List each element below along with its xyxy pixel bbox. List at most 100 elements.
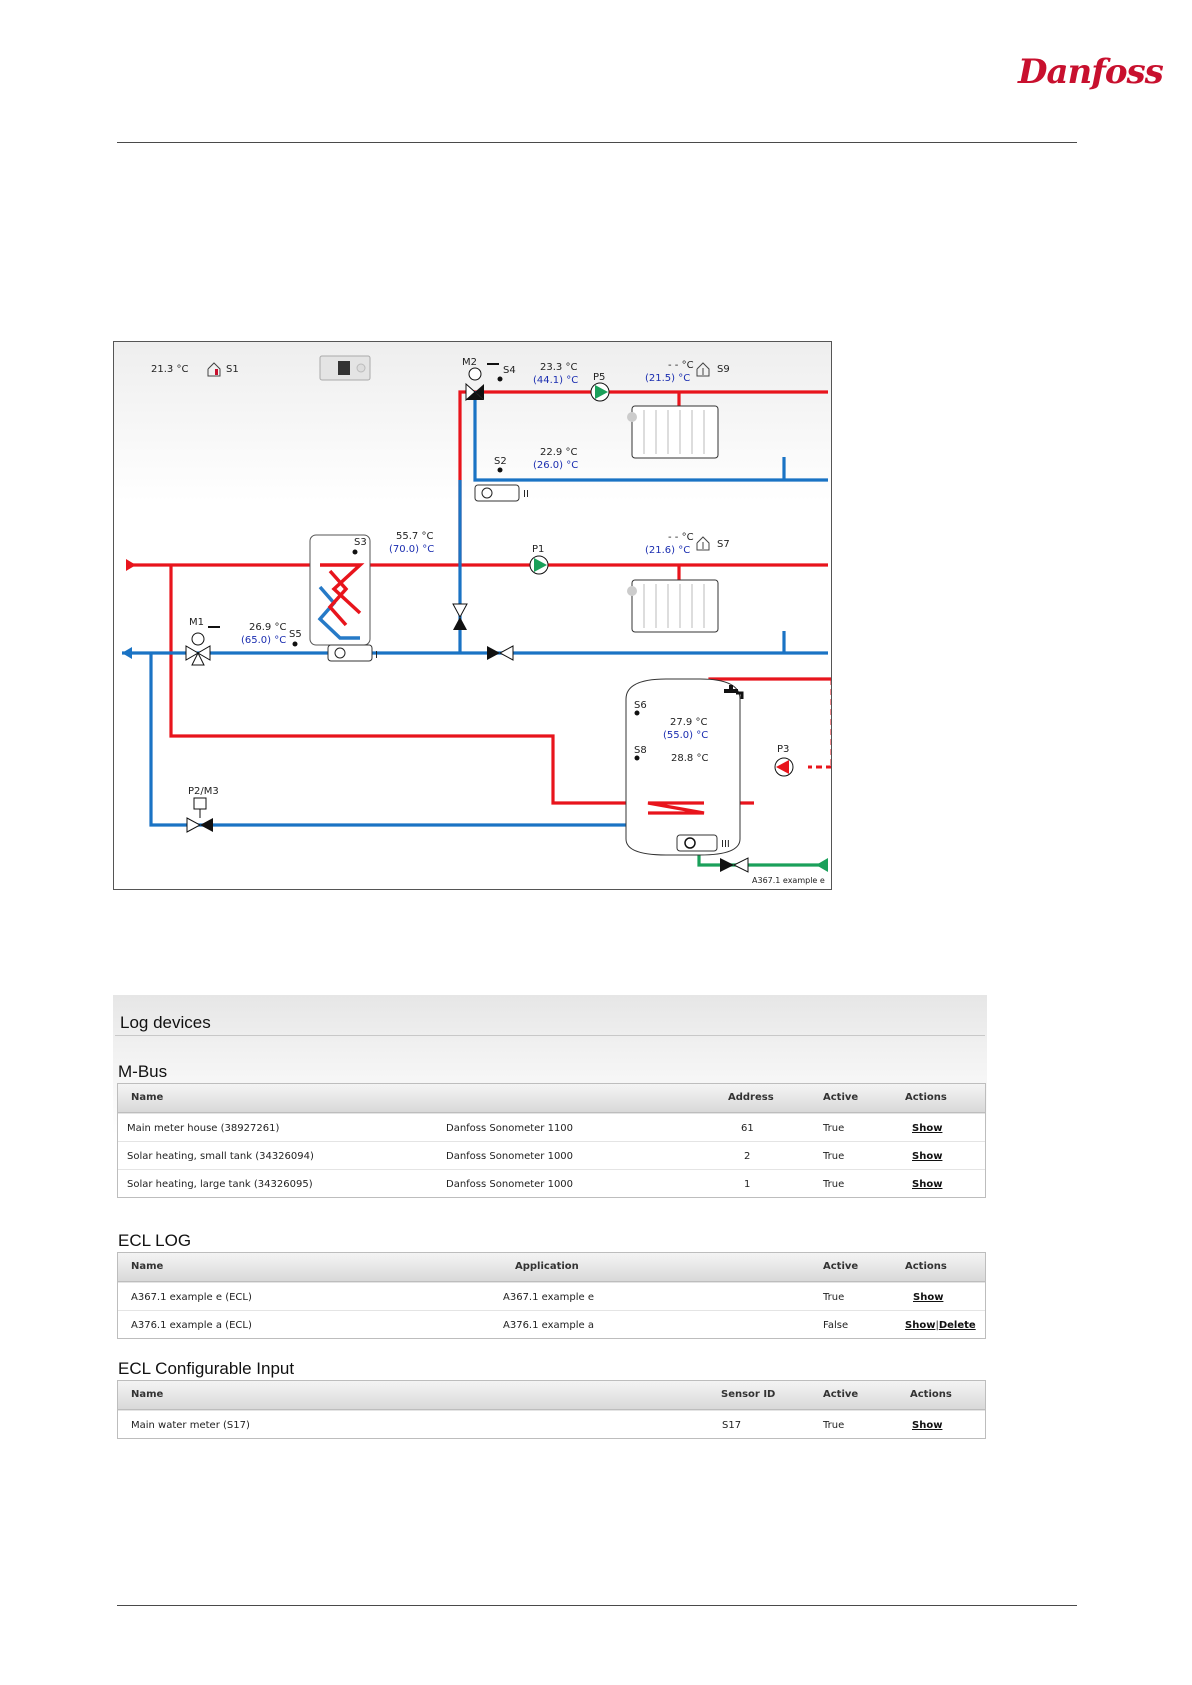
s3-temp: 55.7 °C <box>396 531 433 542</box>
sensor-s8-label: S8 <box>634 745 647 756</box>
device-name: Solar heating, small tank (34326094) <box>127 1151 314 1162</box>
sensor-s3-label: S3 <box>354 537 367 548</box>
valve-m2 <box>465 363 499 402</box>
s5-setpoint: (65.0) °C <box>241 635 286 646</box>
valve-m2-label: M2 <box>462 357 477 368</box>
check-valve-return <box>487 645 514 661</box>
sensor-s4-label: S4 <box>503 365 516 376</box>
col-name: Name <box>131 1092 164 1103</box>
s8-temp: 28.8 °C <box>671 753 708 764</box>
sensor-s6-label: S6 <box>634 700 647 711</box>
show-link[interactable]: Show <box>912 1179 943 1190</box>
pump-p5-label: P5 <box>593 372 605 383</box>
show-link[interactable]: Show <box>912 1151 943 1162</box>
room-sensor-icon <box>696 536 710 551</box>
s3-setpoint: (70.0) °C <box>389 544 434 555</box>
schedule-badge-circuit1[interactable] <box>327 644 373 662</box>
show-link[interactable]: Show <box>912 1420 943 1431</box>
device-active: True <box>823 1151 845 1162</box>
s2-temp: 22.9 °C <box>540 447 577 458</box>
device-active: True <box>823 1123 845 1134</box>
pump-p5 <box>590 382 610 402</box>
outdoor-icon <box>207 362 221 377</box>
action-separator: | <box>935 1320 939 1331</box>
device-active: True <box>823 1179 845 1190</box>
footer-rule <box>117 1605 1077 1606</box>
col-address: Address <box>728 1092 774 1103</box>
valve-m1 <box>185 626 220 666</box>
device-address: 61 <box>741 1123 754 1134</box>
s4-setpoint: (44.1) °C <box>533 375 578 386</box>
s2-setpoint: (26.0) °C <box>533 460 578 471</box>
device-address: 1 <box>744 1179 751 1190</box>
bypass-valve <box>452 603 468 630</box>
table-row: Solar heating, large tank (34326095) Dan… <box>118 1169 985 1197</box>
show-link[interactable]: Show <box>905 1320 936 1331</box>
diagram-svg: 21.3 °C S1 M2 S4 23.3 °C (44.1) °C P5 - … <box>122 355 831 885</box>
col-active: Active <box>823 1261 859 1272</box>
table-row: Main meter house (38927261) Danfoss Sono… <box>118 1113 985 1141</box>
input-sensor-id: S17 <box>722 1420 742 1431</box>
sensor-s5-label: S5 <box>289 629 302 640</box>
device-name: Main meter house (38927261) <box>127 1123 280 1134</box>
ecl-application: A376.1 example a <box>503 1320 594 1331</box>
radiator-lower <box>627 579 719 633</box>
supply-inlet-arrow <box>126 559 136 571</box>
device-model: Danfoss Sonometer 1100 <box>446 1123 574 1134</box>
col-active: Active <box>823 1092 859 1103</box>
s4-temp: 23.3 °C <box>540 362 577 373</box>
logo-text: Danfoss <box>1018 52 1164 92</box>
delete-link[interactable]: Delete <box>938 1320 976 1331</box>
cold-water-inlet-arrow <box>816 858 828 872</box>
schedule-badge-circuit2[interactable] <box>474 484 520 502</box>
room-sensor-icon <box>696 362 710 377</box>
return-pipes <box>122 391 828 827</box>
s7-setpoint: (21.6) °C <box>645 545 690 556</box>
circuit3-mark: III <box>721 839 730 850</box>
configurable-input-title: ECL Configurable Input <box>118 1359 295 1378</box>
valve-m1-label: M1 <box>189 617 204 628</box>
circuit2-mark: II <box>523 489 529 500</box>
mbus-title: M-Bus <box>118 1062 168 1081</box>
col-actions: Actions <box>910 1389 952 1400</box>
header-rule <box>117 142 1077 143</box>
cold-water-valve <box>720 857 749 873</box>
mode-toggle[interactable] <box>319 355 371 381</box>
input-name: Main water meter (S17) <box>131 1420 250 1431</box>
valve-p2m3 <box>186 797 213 833</box>
ecl-active: False <box>823 1320 849 1331</box>
device-model: Danfoss Sonometer 1000 <box>446 1151 574 1162</box>
ecl-log-title: ECL LOG <box>118 1231 192 1250</box>
panel-divider <box>115 1035 985 1036</box>
mbus-table-header: Name Address Active Actions <box>118 1084 985 1113</box>
sensor-s7-label: S7 <box>717 539 730 550</box>
ecl-name: A367.1 example e (ECL) <box>131 1292 252 1303</box>
ecl-active: True <box>823 1292 845 1303</box>
pump-p1-label: P1 <box>532 544 544 555</box>
s9-temp: - - °C <box>668 360 694 371</box>
show-link[interactable]: Show <box>913 1292 944 1303</box>
s9-setpoint: (21.5) °C <box>645 373 690 384</box>
s6-setpoint: (55.0) °C <box>663 730 708 741</box>
schedule-badge-circuit3[interactable] <box>676 834 718 852</box>
col-sensor-id: Sensor ID <box>721 1389 776 1400</box>
device-name: Solar heating, large tank (34326095) <box>127 1179 313 1190</box>
sensor-s1-label: S1 <box>226 364 239 375</box>
s6-temp: 27.9 °C <box>670 717 707 728</box>
ecl-name: A376.1 example a (ECL) <box>131 1320 252 1331</box>
diagram-id-label: A367.1 example e <box>752 876 825 885</box>
col-name: Name <box>131 1389 164 1400</box>
tap-icon <box>724 685 744 699</box>
table-row: A376.1 example a (ECL) A376.1 example a … <box>118 1310 985 1338</box>
heat-exchanger <box>309 534 371 646</box>
system-diagram: 21.3 °C S1 M2 S4 23.3 °C (44.1) °C P5 - … <box>113 341 832 890</box>
panel-title: Log devices <box>120 1013 211 1032</box>
configurable-input-table: Name Sensor ID Active Actions Main water… <box>117 1380 986 1439</box>
log-devices-panel: Log devices M-Bus Name Address Active Ac… <box>113 995 987 1447</box>
col-application: Application <box>515 1261 579 1272</box>
input-active: True <box>823 1420 845 1431</box>
sensor-s9-label: S9 <box>717 364 730 375</box>
s7-temp: - - °C <box>668 532 694 543</box>
table-row: A367.1 example e (ECL) A367.1 example e … <box>118 1282 985 1310</box>
show-link[interactable]: Show <box>912 1123 943 1134</box>
